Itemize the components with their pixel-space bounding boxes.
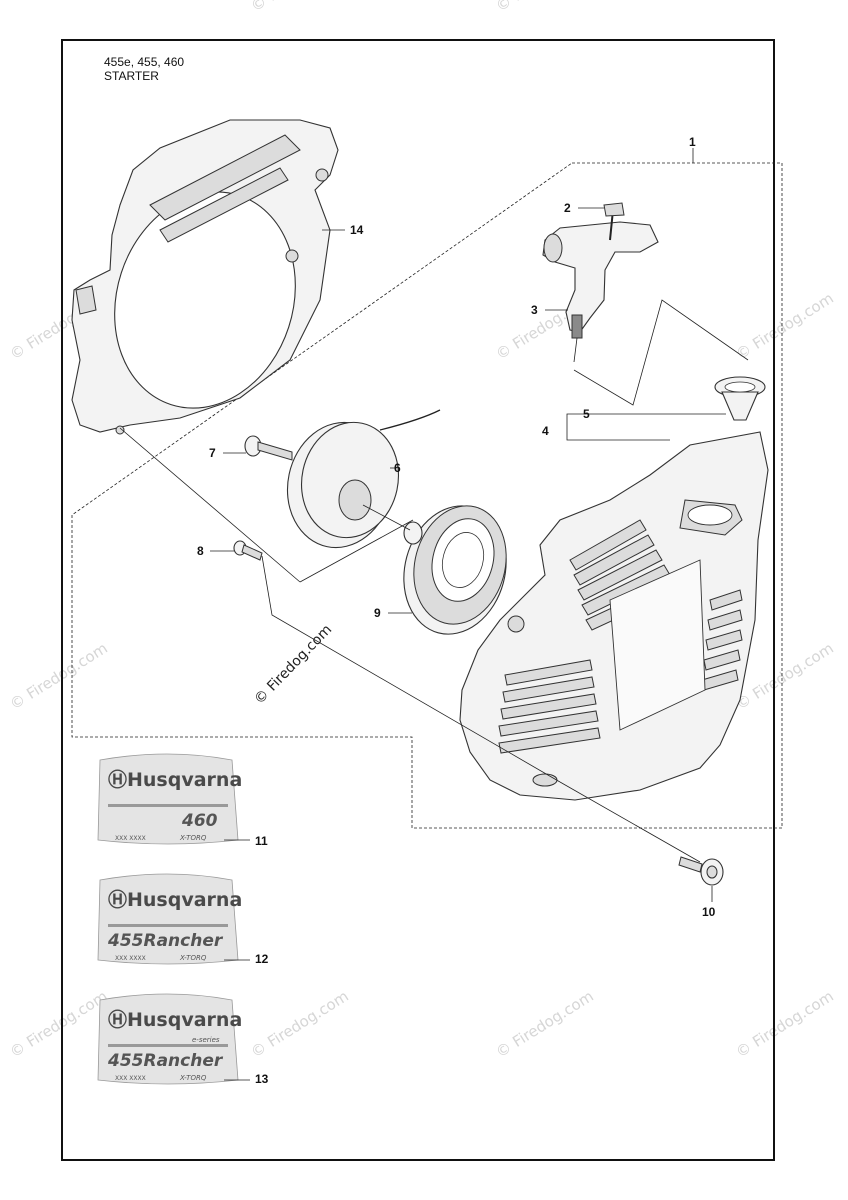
rope-pulley: [286, 409, 441, 549]
callout-4: 4: [542, 424, 549, 438]
watermark: © Firedog.com: [493, 987, 597, 1061]
model-list: 455e, 455, 460: [104, 55, 184, 69]
watermark: © Firedog.com: [248, 0, 352, 15]
decal-series: e-series: [192, 1036, 220, 1044]
decal-code: XXX XXXX: [115, 955, 146, 962]
callout-11: 11: [255, 834, 268, 848]
decal-stripe: [108, 804, 228, 807]
callout-6: 6: [394, 461, 401, 475]
watermark: © Firedog.com: [7, 639, 111, 713]
brand-logo: ⒽHusqvarna: [108, 1008, 242, 1031]
assembly-line-d: [362, 504, 411, 531]
callout-14: 14: [350, 223, 364, 237]
rope-path: [573, 299, 749, 406]
callout-2: 2: [564, 201, 571, 215]
callout-3: 3: [531, 303, 538, 317]
starter-housing: [459, 431, 769, 801]
watermark: © Firedog.com: [248, 987, 352, 1061]
decal-code: XXX XXXX: [115, 835, 146, 842]
callout-7: 7: [209, 446, 216, 460]
decal-tech: X-TORQ: [179, 954, 207, 962]
callout-5: 5: [583, 407, 590, 421]
assembly-line-b: [299, 519, 414, 583]
rope-guide: [714, 376, 766, 421]
decal-stripe: [108, 1044, 228, 1047]
callout-1: 1: [689, 135, 696, 149]
section-title: STARTER: [104, 69, 159, 83]
decal-tech: X-TORQ: [179, 834, 207, 842]
callout-12: 12: [255, 952, 269, 966]
callout-10: 10: [702, 905, 716, 919]
callout-13: 13: [255, 1072, 269, 1086]
assembly-line-c: [261, 555, 561, 783]
decal-model: 455Rancher: [107, 931, 224, 951]
assembly-outline: [71, 162, 783, 829]
watermark: © Firedog.com: [7, 987, 111, 1061]
leader-4a: [566, 413, 598, 431]
callout-8: 8: [197, 544, 204, 558]
watermark: © Firedog.com: [733, 987, 837, 1061]
callout-9: 9: [374, 606, 381, 620]
watermark: © Firedog.com: [493, 0, 597, 15]
decal-model: 460: [181, 811, 218, 831]
page-frame: [61, 39, 775, 1161]
leader-4b: [566, 431, 670, 441]
brand-logo: ⒽHusqvarna: [108, 888, 242, 911]
spring-screw: [233, 540, 263, 561]
housing-bolt: [678, 856, 724, 886]
watermark: © Firedog.com: [251, 622, 335, 708]
assembly-line-e: [559, 781, 701, 863]
pulley-screw: [244, 435, 293, 461]
decal-stripe: [108, 924, 228, 927]
spring-cassette: [403, 505, 507, 635]
decal-model: 455Rancher: [107, 1051, 224, 1071]
watermark: © Firedog.com: [733, 289, 837, 363]
fan-cover: [71, 119, 339, 435]
brand-logo: ⒽHusqvarna: [108, 768, 242, 791]
assembly-line-a: [119, 427, 301, 583]
decal-code: XXX XXXX: [115, 1075, 146, 1082]
decal-tech: X-TORQ: [179, 1074, 207, 1082]
starter-handle: [542, 202, 659, 363]
